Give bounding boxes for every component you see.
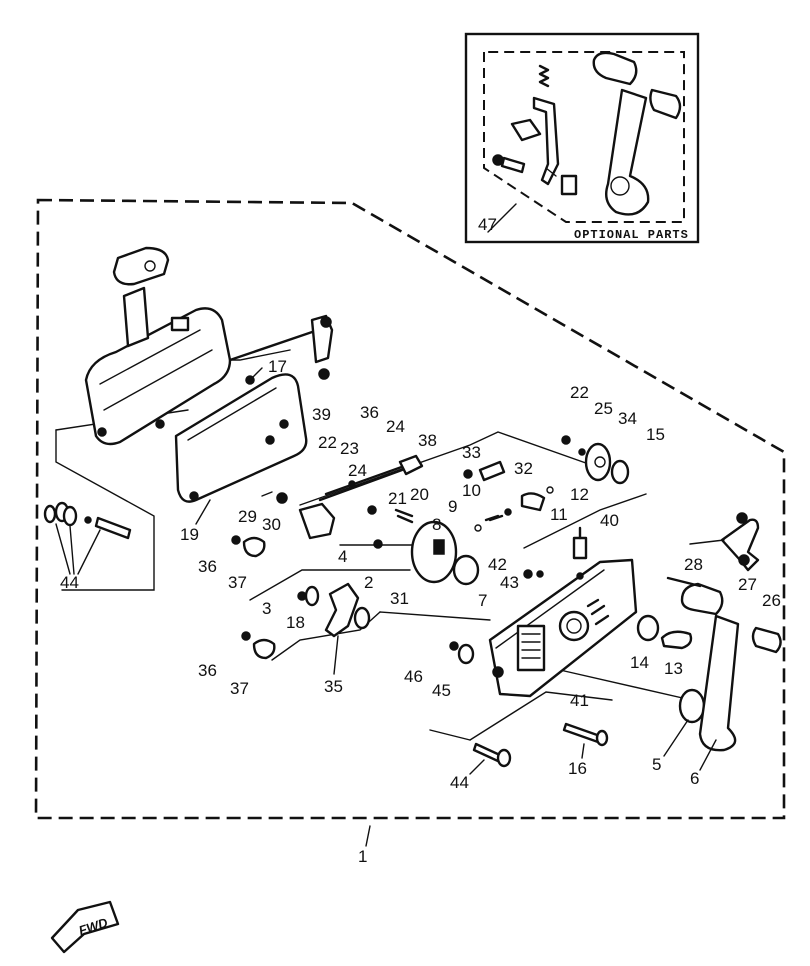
bolts: [449, 569, 609, 768]
cover-gasket: [174, 373, 308, 503]
callout-30: 30: [262, 515, 281, 534]
callout-19: 19: [180, 525, 199, 544]
callout-8: 8: [432, 515, 441, 534]
callout-31: 31: [390, 589, 409, 608]
callout-25: 25: [594, 399, 613, 418]
callout-29: 29: [238, 507, 257, 526]
callout-36-top: 36: [360, 403, 379, 422]
callout-28: 28: [684, 555, 703, 574]
optional-parts-label: OPTIONAL PARTS: [574, 228, 689, 242]
callout-47: 47: [478, 215, 497, 234]
callout-22-right: 22: [570, 383, 589, 402]
callout-2: 2: [364, 573, 373, 592]
callout-17: 17: [268, 357, 287, 376]
callout-27: 27: [738, 575, 757, 594]
shift-cam: [241, 582, 371, 660]
callout-15: 15: [646, 425, 665, 444]
callout-leaders: [55, 367, 717, 775]
callout-37-top: 37: [228, 573, 247, 592]
callout-11: 11: [550, 505, 568, 524]
callout-43: 43: [500, 573, 519, 592]
assembly-boundary: [34, 198, 786, 820]
callout-36-mid: 36: [198, 557, 217, 576]
callout-45: 45: [432, 681, 451, 700]
gear-parts: [561, 435, 630, 485]
friction-disc: [410, 520, 480, 586]
callout-5: 5: [652, 755, 661, 774]
callout-21: 21: [388, 489, 407, 508]
callout-18: 18: [286, 613, 305, 632]
callout-32: 32: [514, 459, 533, 478]
callout-44-left: 44: [60, 573, 79, 592]
callout-39: 39: [312, 405, 331, 424]
callout-24-top: 24: [386, 417, 405, 436]
callout-42: 42: [488, 555, 507, 574]
callout-24-mid: 24: [348, 461, 367, 480]
control-cover: [84, 246, 232, 446]
callout-10: 10: [462, 481, 481, 500]
detent-parts: [463, 460, 554, 532]
callout-7: 7: [478, 591, 487, 610]
throttle-linkage: [231, 454, 424, 558]
callout-41: 41: [570, 691, 589, 710]
callout-20: 20: [410, 485, 429, 504]
callout-44-bottom: 44: [450, 773, 469, 792]
callout-36-bottom: 36: [198, 661, 217, 680]
callout-16: 16: [568, 759, 587, 778]
callout-3: 3: [262, 599, 271, 618]
callout-labels: 17 19 44 39 36 22 23 24 24 38 21 20 29 3…: [60, 357, 781, 792]
callout-12: 12: [570, 485, 589, 504]
optional-screw: [492, 154, 526, 174]
callout-40: 40: [600, 511, 619, 530]
callout-38: 38: [418, 431, 437, 450]
callout-1: 1: [358, 847, 367, 866]
callout-9: 9: [448, 497, 457, 516]
control-lever: [636, 512, 782, 752]
optional-parts-box: 47 OPTIONAL PARTS: [464, 32, 700, 244]
callout-26: 26: [762, 591, 781, 610]
callout-37-bottom: 37: [230, 679, 249, 698]
callout-4: 4: [338, 547, 347, 566]
callout-13: 13: [664, 659, 683, 678]
callout-23: 23: [340, 439, 359, 458]
callout-33: 33: [462, 443, 481, 462]
callout-35: 35: [324, 677, 343, 696]
control-housing: [488, 526, 638, 698]
pin-set: [43, 501, 132, 540]
callout-22-left: 22: [318, 433, 337, 452]
callout-34: 34: [618, 409, 637, 428]
optional-lever: [592, 51, 682, 216]
optional-shift-bracket: [510, 64, 578, 196]
callout-14: 14: [630, 653, 649, 672]
control-rod: [228, 314, 334, 380]
callout-6: 6: [690, 769, 699, 788]
fwd-arrow: FWD: [50, 900, 120, 954]
callout-46: 46: [404, 667, 423, 686]
